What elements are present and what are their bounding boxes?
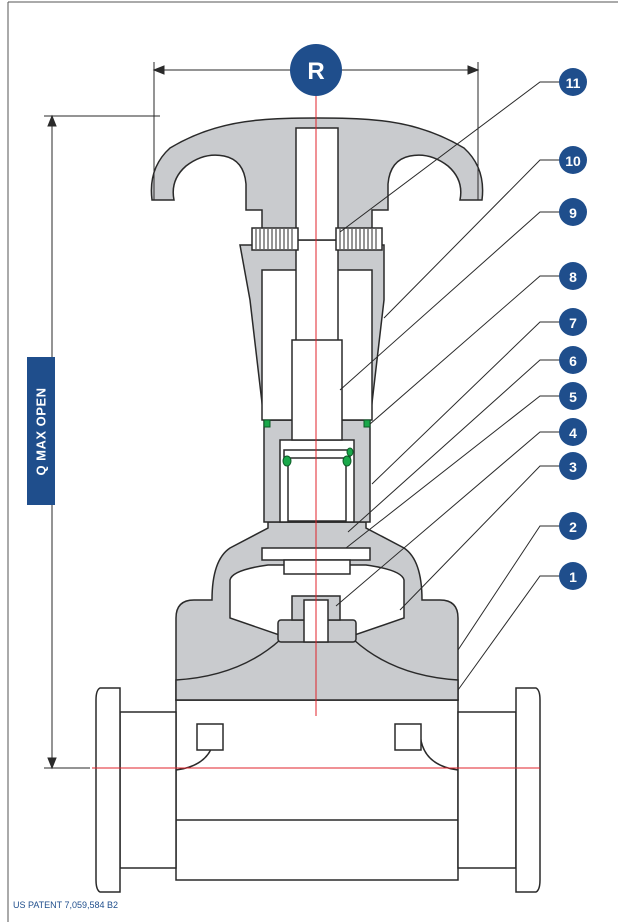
callout-8: 8 — [559, 262, 587, 290]
callout-number: 3 — [569, 459, 577, 475]
callout-11: 11 — [559, 68, 587, 96]
valve-body — [95, 687, 541, 893]
callout-10: 10 — [559, 146, 587, 174]
callout-number: 7 — [569, 315, 577, 331]
patent-note: US PATENT 7,059,584 B2 — [13, 900, 119, 910]
stem-housing — [239, 127, 385, 523]
callout-number: 2 — [569, 519, 577, 535]
seal-rings — [263, 419, 371, 467]
r-dimension-label: R — [307, 58, 324, 85]
r-dimension-badge: R — [290, 44, 342, 96]
q-max-open-text: Q MAX OPEN — [33, 386, 49, 476]
callout-number: 10 — [565, 153, 581, 169]
callout-number: 4 — [569, 425, 577, 441]
bonnet-section — [175, 521, 459, 701]
q-max-open-label: Q MAX OPEN — [27, 357, 55, 505]
callout-number: 8 — [569, 269, 577, 285]
centerlines — [92, 96, 540, 769]
callout-9: 9 — [559, 198, 587, 226]
callout-1: 1 — [559, 562, 587, 590]
callout-3: 3 — [559, 452, 587, 480]
callout-number: 9 — [569, 205, 577, 221]
callout-7: 7 — [559, 308, 587, 336]
leader-lines — [335, 81, 560, 691]
callout-number: 11 — [566, 75, 581, 91]
callout-number: 1 — [569, 569, 577, 585]
callout-4: 4 — [559, 418, 587, 446]
callout-number: 6 — [569, 353, 577, 369]
callout-5: 5 — [559, 382, 587, 410]
handwheel — [150, 117, 484, 251]
callout-6: 6 — [559, 346, 587, 374]
callout-number: 5 — [569, 389, 577, 405]
callout-2: 2 — [559, 512, 587, 540]
